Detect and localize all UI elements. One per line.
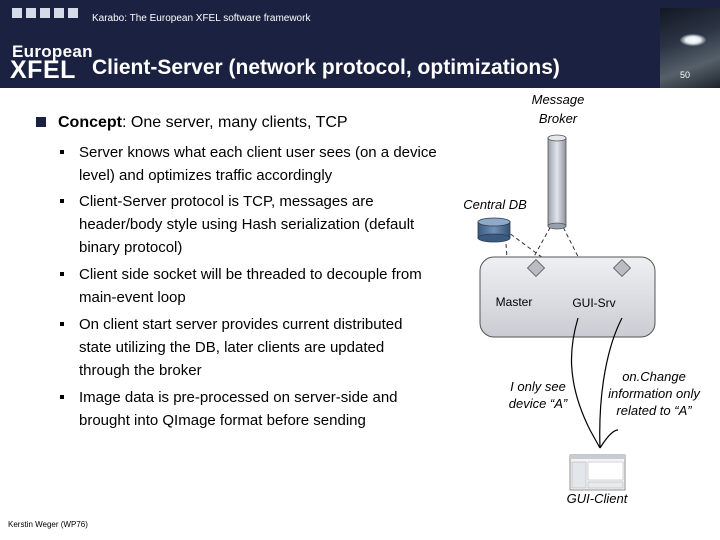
database-cylinder-icon — [477, 217, 511, 243]
client-connection-lines — [570, 317, 623, 449]
master-label: Master — [495, 295, 533, 309]
header-photo — [660, 8, 720, 88]
bullet-text: Client side socket will be threaded to d… — [79, 266, 422, 306]
header-band: European XFEL Karabo: The European XFEL … — [0, 0, 720, 88]
only-see-label: I only see device “A” — [508, 379, 568, 411]
brand-line2: XFEL — [10, 56, 76, 84]
footer-author: Kerstin Weger (WP76) — [8, 520, 88, 529]
bullet-icon — [60, 272, 64, 276]
onchange-label: on.Change information only related to “A… — [608, 369, 700, 418]
page-number: 50 — [680, 70, 691, 80]
central-db-label: Central DB — [463, 197, 527, 212]
bullet-icon — [60, 199, 64, 203]
message-broker-cylinder-icon — [547, 134, 567, 230]
message-broker-label: Message Broker — [531, 92, 585, 126]
concept-text: Concept: One server, many clients, TCP — [58, 114, 348, 132]
header-square — [12, 8, 22, 18]
bullet-icon — [60, 150, 64, 154]
concept-rest: : One server, many clients, TCP — [122, 114, 348, 131]
square-bullet-icon — [36, 117, 46, 127]
bullet-text: On client start server provides current … — [79, 316, 403, 379]
diamond-icon — [526, 258, 546, 278]
brand-line1: European — [12, 42, 93, 61]
bullet-text: Client-Server protocol is TCP, messages … — [79, 193, 415, 256]
framework-label: Karabo: The European XFEL software frame… — [92, 13, 311, 24]
bullet-text: Image data is pre-processed on server-si… — [79, 389, 398, 429]
slide-title: Client-Server (network protocol, optimiz… — [92, 56, 560, 79]
bullet-text: Server knows what each client user sees … — [79, 144, 437, 184]
gui-srv-label: GUI-Srv — [572, 296, 616, 310]
header-square — [26, 8, 36, 18]
gui-client-label: GUI-Client — [566, 491, 628, 506]
header-square — [40, 8, 50, 18]
concept-bold: Concept — [58, 114, 122, 131]
header-light-flare — [680, 34, 706, 46]
diamond-icon — [612, 258, 632, 278]
server-group-box — [479, 256, 656, 338]
header-square — [54, 8, 64, 18]
bullet-icon — [60, 395, 64, 399]
header-square — [68, 8, 78, 18]
bullet-icon — [60, 322, 64, 326]
gui-client-screenshot — [569, 454, 626, 491]
